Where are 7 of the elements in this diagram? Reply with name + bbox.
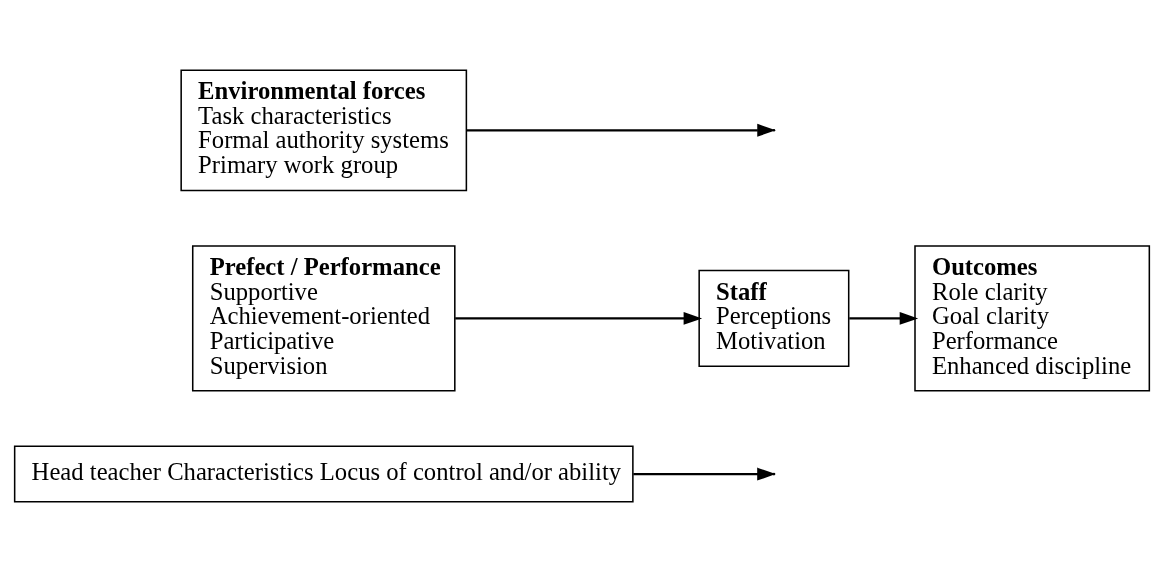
node-box: Outcomes Role clarity Goal clarity Performance Enhanced discipline <box>914 244 1151 392</box>
node-box: Prefect / Performance Supportive Achievement-oriented Participative Supervision <box>191 244 456 392</box>
arrow <box>455 311 703 325</box>
node-box: Head teacher Characteristics Locus of control and/or ability <box>13 445 634 503</box>
arrow <box>849 311 919 325</box>
node-box: Staff Perceptions Motivation <box>698 269 850 367</box>
node-box: Environmental forces Task characteristics Formal authority systems Primary work group <box>180 68 468 191</box>
